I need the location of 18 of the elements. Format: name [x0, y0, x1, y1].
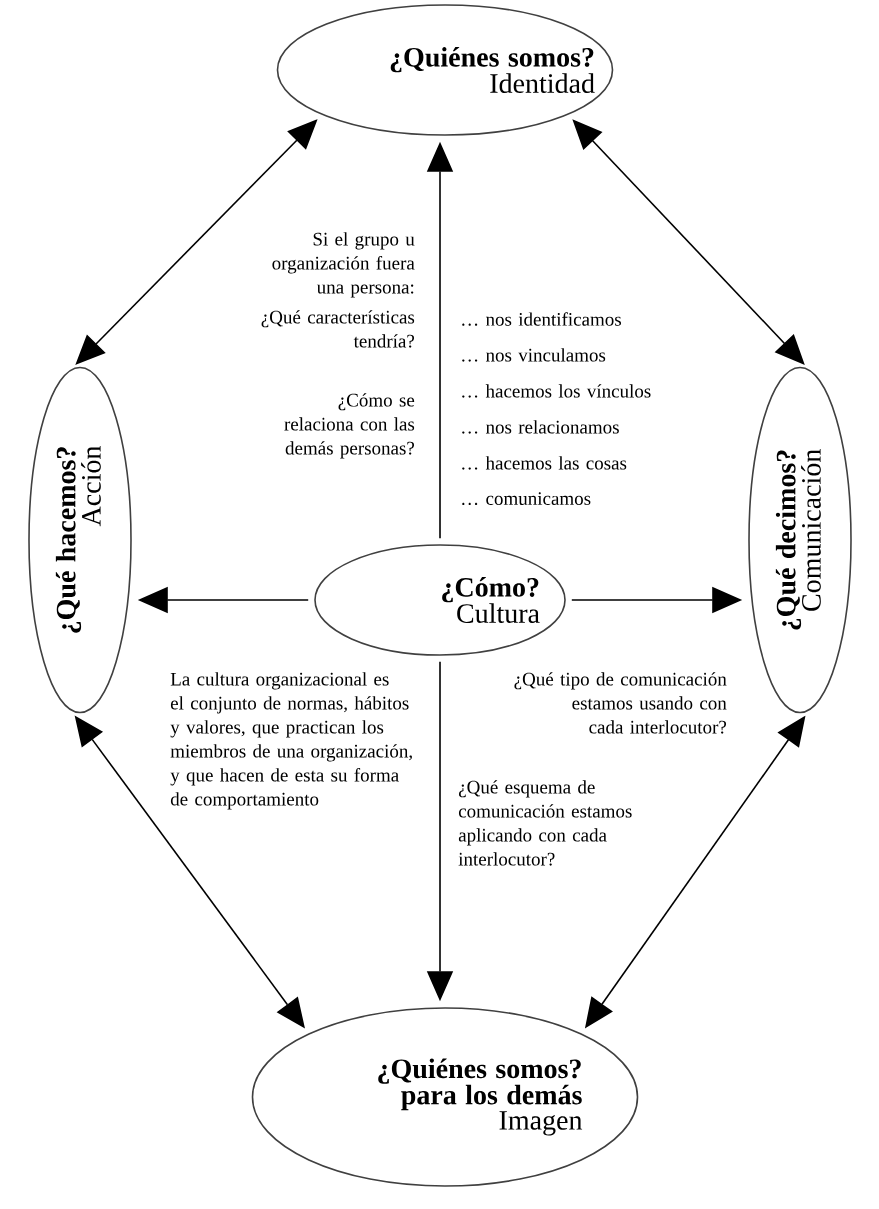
ellipse-node: ¿Qué hacemos? Acción — [28, 366, 132, 714]
note-text: … nos vinculamos — [462, 348, 606, 362]
ellipse-node: ¿Cómo? Cultura — [314, 544, 566, 656]
note-text: … comunicamos — [462, 492, 591, 506]
note-text: Si el grupo u organización fuera una persona: — [272, 232, 415, 298]
ellipse-node: ¿Qué decimos? Comunicación — [748, 366, 852, 714]
note-text: ¿Qué tipo de comunicación estamos usando con cada interlocutor? — [514, 672, 727, 734]
note-text: ¿Cómo se relaciona con las demás personas? — [284, 393, 415, 459]
note-text: ¿Qué esquema de comunicación estamos aplicando con cada interlocutor? — [458, 780, 632, 866]
note-text: … nos identificamos — [462, 312, 621, 326]
note-text: … hacemos las cosas — [462, 456, 627, 470]
note-text: … hacemos los vínculos — [462, 384, 651, 398]
note-text: ¿Qué características tendría? — [261, 310, 415, 348]
ellipse-node: ¿Quiénes somos? Identidad — [276, 4, 614, 136]
note-text: … nos relacionamos — [462, 420, 619, 434]
ellipse-node: ¿Quiénes somos? para los demás Imagen — [251, 1007, 639, 1187]
note-text: La cultura organizacional es el conjunto de normas, hábitos y valores, que practican los miembros de una organización, y que hacen de esta su forma de comportamiento — [170, 672, 412, 810]
arrow — [572, 119, 805, 365]
